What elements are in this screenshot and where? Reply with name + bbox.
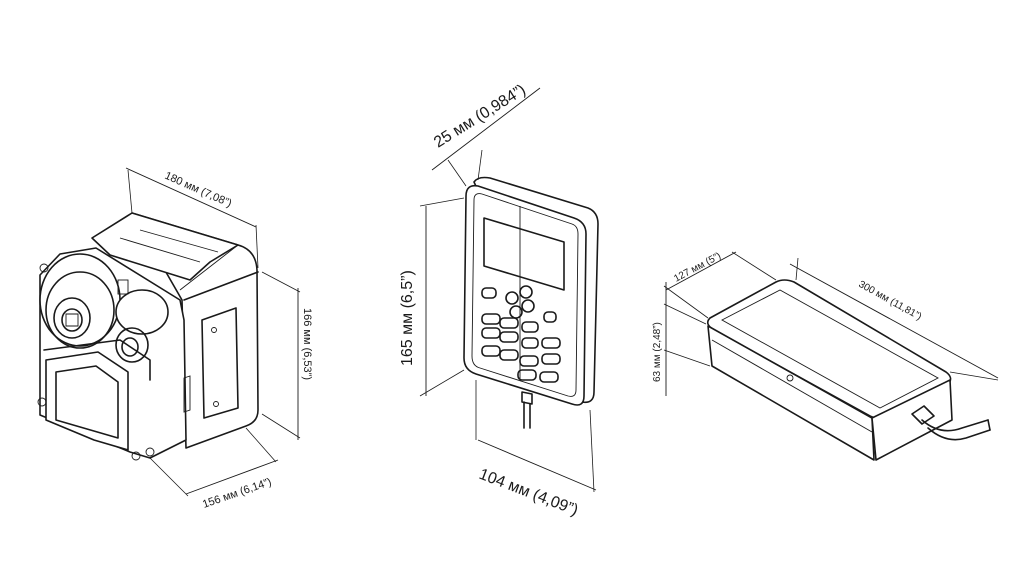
printer-depth-label: 156 мм (6,14”) (201, 476, 273, 511)
printer-unit-drawing (37, 167, 301, 497)
power-supply-drawing (663, 251, 999, 461)
psu-width-label: 127 мм (5”) (672, 251, 723, 285)
printer-height-label: 166 мм (6,53”) (301, 308, 313, 380)
psu-length-label: 300 мм (11,81”) (857, 279, 924, 323)
controller-unit-drawing (419, 87, 599, 493)
controller-width-label: 104 мм (4,09”) (477, 466, 581, 519)
controller-height-label: 165 мм (6,5”) (399, 270, 416, 366)
controller-depth-label: 25 мм (0,984”) (431, 81, 529, 151)
psu-height-label: 63 мм (2,48”) (652, 322, 663, 382)
